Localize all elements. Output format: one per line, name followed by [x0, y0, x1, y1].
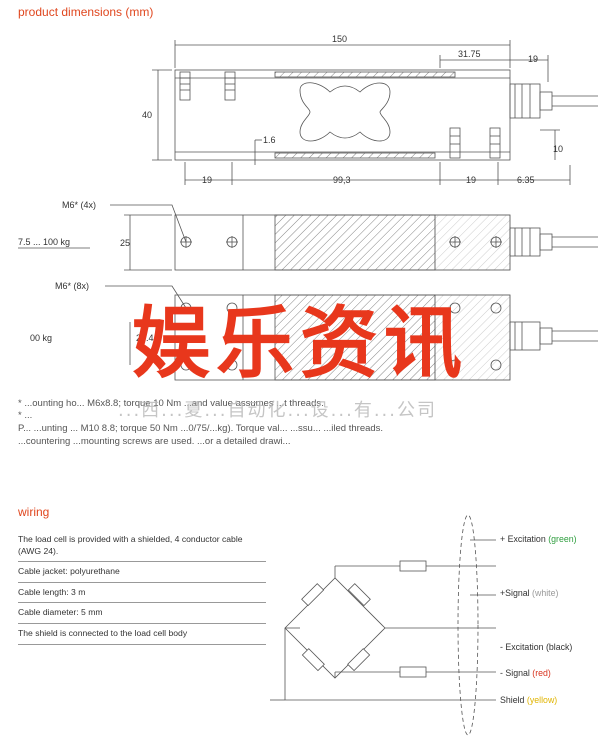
dim-right-cap: 19 [528, 54, 538, 64]
wire-name: - Excitation [500, 642, 544, 652]
wiring-info-list: The load cell is provided with a shielde… [18, 530, 266, 645]
dim-bottom-left: 19 [202, 175, 212, 185]
wire-color: (green) [548, 534, 577, 544]
wire-label-signal-minus: - Signal (red) [500, 668, 551, 678]
wire-color: (yellow) [526, 695, 558, 705]
dim-gap: 1.6 [263, 135, 276, 145]
side-hatch-top [274, 71, 456, 78]
dim-right-offset: 31.75 [458, 49, 481, 59]
wiring-item: The load cell is provided with a shielde… [18, 530, 266, 563]
wiring-item: Cable length: 3 m [18, 583, 266, 604]
dim-height-right: 10 [553, 144, 563, 154]
footnote-3: P... ...unting ... M10 8.8; torque 50 Nm… [18, 423, 384, 434]
wire-label-excitation-minus: - Excitation (black) [500, 642, 572, 652]
footnote-1: * ...ounting ho... M6x8.8; torque 10 Nm … [18, 398, 324, 409]
thread-hole-1 [179, 71, 191, 101]
cable-gland [509, 83, 541, 119]
side-hatch-bottom [274, 152, 436, 159]
footnote-4: ...countering ...mounting screws are use… [18, 436, 291, 447]
thread-hole-4 [489, 127, 501, 159]
label-range-2: 00 kg [30, 333, 52, 343]
watermark-text: 娱乐资讯 [131, 299, 468, 389]
shield-ellipse [457, 514, 479, 736]
label-range-1: 7.5 ... 100 kg [18, 237, 70, 247]
thread-hole-3 [449, 127, 461, 159]
wire-label-shield: Shield (yellow) [500, 695, 557, 705]
wiring-item: Cable jacket: polyurethane [18, 562, 266, 583]
dim-bottom-middle: 99,3 [333, 175, 351, 185]
dim-bottom-right: 19 [466, 175, 476, 185]
wiring-item: Cable diameter: 5 mm [18, 603, 266, 624]
company-watermark: ...西...夏...自动化...设...有...公司 [118, 400, 437, 421]
dim-bottom-635: 6.35 [517, 175, 535, 185]
wire-name: - Signal [500, 668, 530, 678]
wire-name: + Excitation [500, 534, 546, 544]
side-view-body [174, 69, 511, 161]
dim-height: 40 [142, 110, 152, 120]
wire-color: (white) [532, 588, 559, 598]
resistor-bottom [399, 666, 427, 678]
thread-hole-2 [224, 71, 236, 101]
label-m6-8x: M6* (8x) [55, 281, 89, 291]
wire-color: (red) [532, 668, 551, 678]
wiring-title: wiring [18, 505, 50, 519]
resistor-top [399, 560, 427, 572]
wiring-item: The shield is connected to the load cell… [18, 624, 266, 645]
wire-color: (black) [545, 642, 573, 652]
footnote-2: * ... [18, 410, 33, 421]
label-m6-4x: M6* (4x) [62, 200, 96, 210]
top-view-1-hatch [274, 214, 436, 271]
top-view-2-hatch [274, 294, 436, 381]
dim-top2-height: 25.4 [136, 333, 154, 343]
dim-top-height: 25 [120, 238, 130, 248]
side-center-cutout [299, 82, 391, 142]
dim-width-total: 150 [332, 34, 347, 44]
dimensions-title: product dimensions (mm) [18, 5, 154, 19]
wire-name: Shield [500, 695, 525, 705]
wire-label-signal-plus: +Signal (white) [500, 588, 558, 598]
wire-name: +Signal [500, 588, 530, 598]
wire-label-excitation-plus: + Excitation (green) [500, 534, 577, 544]
